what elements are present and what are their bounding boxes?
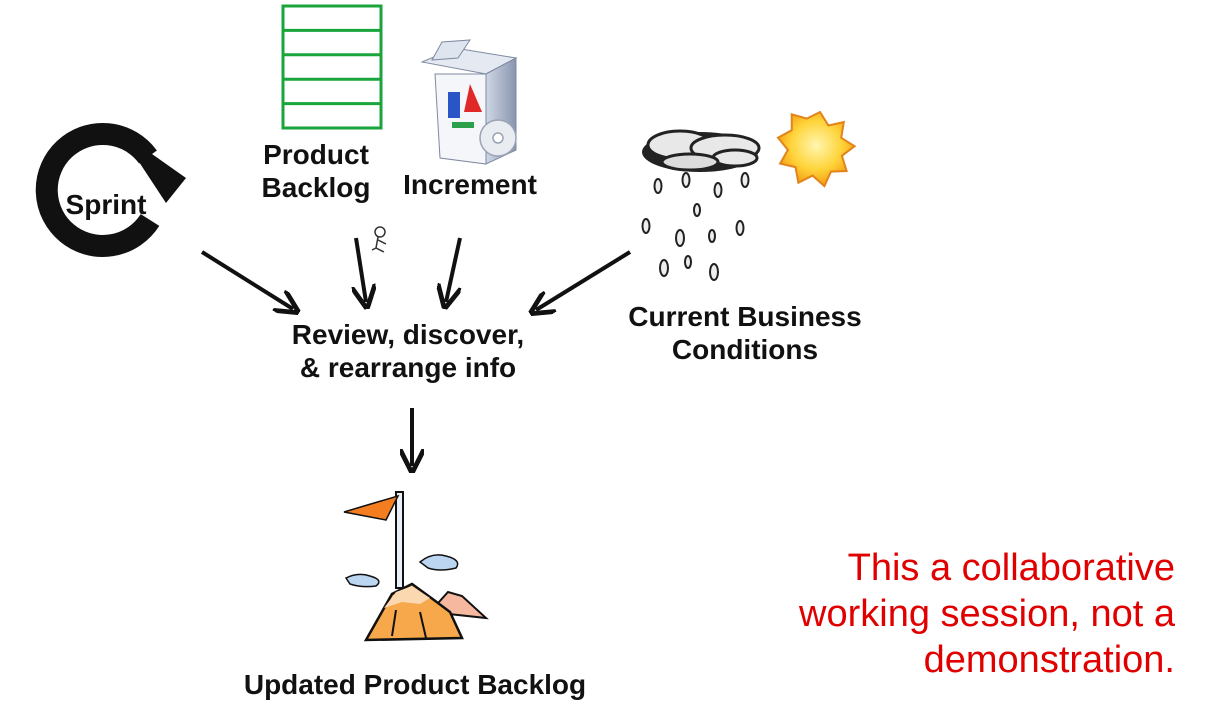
- collaboration-note: This a collaborative working session, no…: [799, 545, 1175, 683]
- arrow-conditions-to-review: [536, 250, 632, 310]
- rain-cloud-icon: [641, 129, 761, 281]
- mountain-flag-icon: [343, 491, 489, 642]
- person-figure-icon: [371, 226, 387, 253]
- arrow-backlog-to-review: [356, 237, 366, 302]
- flow-arrows: [200, 237, 632, 466]
- arrow-increment-to-review: [446, 237, 462, 302]
- review-line-1: Review, discover,: [291, 319, 525, 350]
- business-conditions-label: Current Business Conditions: [610, 300, 880, 366]
- review-label: Review, discover, & rearrange info: [272, 318, 544, 384]
- product-backlog-line-2: Backlog: [261, 172, 371, 203]
- circular-arrow-icon: [35, 123, 186, 257]
- updated-backlog-label: Updated Product Backlog: [243, 669, 587, 700]
- product-backlog-label: Product Backlog: [248, 138, 384, 204]
- note-line-3: demonstration.: [923, 639, 1175, 681]
- arrow-sprint-to-review: [200, 250, 293, 309]
- business-conditions-line-2: Conditions: [671, 334, 819, 365]
- product-backlog-line-1: Product: [263, 139, 369, 170]
- business-conditions-line-1: Current Business: [628, 301, 862, 332]
- sprint-label: Sprint: [65, 189, 147, 220]
- increment-label: Increment: [403, 169, 537, 200]
- stacked-rows-icon: [281, 4, 383, 130]
- note-line-1: This a collaborative: [847, 547, 1175, 589]
- sun-icon: [776, 110, 857, 188]
- note-line-2: working session, not a: [799, 593, 1175, 635]
- review-line-2: & rearrange info: [299, 352, 517, 383]
- software-box-icon: [420, 39, 518, 165]
